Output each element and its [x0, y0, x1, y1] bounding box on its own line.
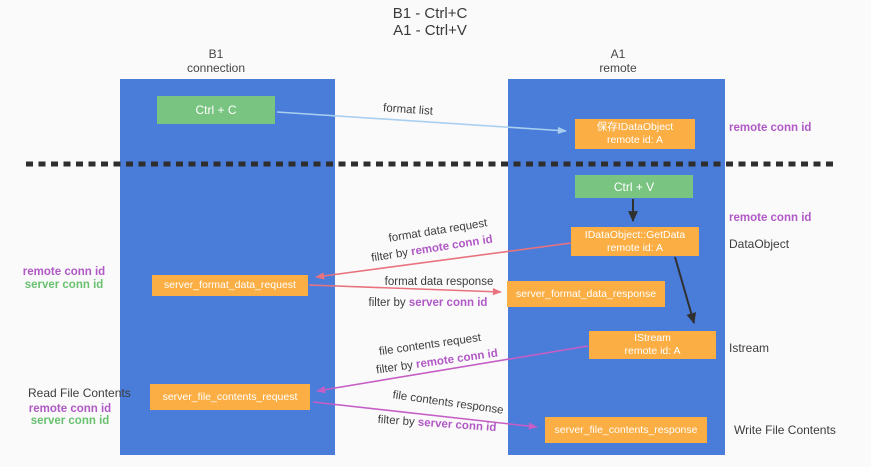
server-file-contents-response-label: server_file_contents_response	[554, 423, 698, 436]
server-file-contents-request-box: server_file_contents_request	[150, 384, 310, 410]
title-line-2: A1 - Ctrl+V	[393, 22, 467, 39]
dataobject-side-label: DataObject	[729, 237, 790, 251]
server-format-data-request-box: server_format_data_request	[152, 275, 308, 296]
server-conn-id-text: server conn id	[417, 416, 497, 435]
istream-box: IStream remote id: A	[589, 331, 716, 359]
read-file-contents-label: Read File Contents	[28, 386, 131, 400]
istream-line1: IStream	[634, 332, 671, 344]
ctrl-v-box: Ctrl + V	[575, 175, 693, 198]
ctrl-c-box: Ctrl + C	[157, 96, 275, 124]
save-idataobject-line1: 保存IDataObject	[596, 121, 674, 133]
filter-by-text: filter by	[377, 413, 416, 429]
diagram-title: B1 - Ctrl+C A1 - Ctrl+V	[330, 5, 530, 39]
lifeline-a1-name: A1	[610, 47, 626, 61]
lifeline-b1-name: B1	[208, 47, 224, 61]
left-remote-conn-id-bottom: remote conn id	[28, 403, 112, 415]
left-server-conn-id-bottom: server conn id	[30, 415, 110, 427]
title-line-1: B1 - Ctrl+C	[392, 5, 468, 22]
right-remote-conn-id-mid: remote conn id	[729, 212, 812, 224]
server-conn-id-text: server conn id	[408, 297, 488, 309]
server-file-contents-request-label: server_file_contents_request	[162, 390, 298, 403]
format-data-response-label: format data response	[384, 276, 494, 288]
left-server-conn-id: server conn id	[24, 279, 104, 291]
save-idataobject-box: 保存IDataObject remote id: A	[575, 119, 695, 149]
getdata-line1: IDataObject::GetData	[584, 228, 686, 241]
write-file-contents-label: Write File Contents	[734, 423, 836, 437]
server-format-data-request-label: server_format_data_request	[164, 279, 296, 291]
filter-by-text: filter by	[368, 297, 406, 309]
ctrl-v-label: Ctrl + V	[613, 179, 655, 194]
ctrl-c-label: Ctrl + C	[195, 103, 237, 117]
file-contents-response-label: file contents response	[391, 389, 505, 417]
istream-side-label: Istream	[729, 341, 770, 355]
server-format-data-response-label: server_format_data_response	[515, 287, 657, 300]
lifeline-header-a1: A1 remote	[558, 47, 678, 75]
left-remote-conn-id: remote conn id	[22, 266, 106, 278]
server-format-data-response-box: server_format_data_response	[507, 281, 665, 307]
getdata-line2: remote id: A	[606, 241, 664, 254]
filter-by-text: filter by	[375, 359, 414, 377]
idataobject-getdata-box: IDataObject::GetData remote id: A	[571, 227, 699, 256]
server-file-contents-response-box: server_file_contents_response	[545, 417, 707, 443]
filter-by-server-conn-id-label-1: filter by server conn id	[369, 297, 488, 309]
filter-by-text: filter by	[370, 246, 409, 265]
lifeline-header-b1: B1 connection	[156, 47, 276, 75]
lifeline-a1-role: remote	[599, 61, 637, 75]
format-list-label: format list	[382, 102, 434, 118]
lifeline-b1-role: connection	[186, 61, 246, 75]
right-remote-conn-id-top: remote conn id	[729, 122, 812, 134]
istream-line2: remote id: A	[624, 345, 681, 357]
save-idataobject-line2: remote id: A	[606, 134, 664, 146]
filter-by-server-conn-id-label-2: filter by server conn id	[377, 414, 496, 434]
